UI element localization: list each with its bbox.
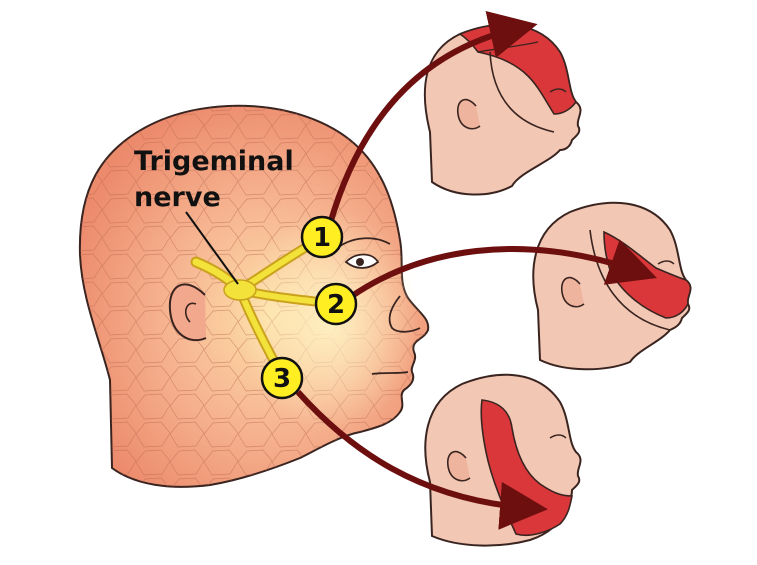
badge-2: 2 xyxy=(314,282,358,326)
main-ear xyxy=(168,283,207,342)
badge-3-number: 3 xyxy=(273,364,291,394)
arrow-3 xyxy=(295,389,548,530)
badge-1: 1 xyxy=(300,215,344,259)
small-head-maxillary xyxy=(532,201,692,371)
main-mouth xyxy=(371,371,409,375)
label-line-2: nerve xyxy=(134,182,221,213)
main-nose xyxy=(388,295,421,333)
badge-2-number: 2 xyxy=(327,290,345,320)
small-head-ophthalmic xyxy=(423,23,582,196)
arrow-2 xyxy=(350,239,657,299)
label-line-1: Trigeminal xyxy=(134,146,294,177)
badge-1-number: 1 xyxy=(313,223,331,253)
badge-3: 3 xyxy=(260,356,304,400)
small-head-mandibular xyxy=(424,373,582,547)
arrow-1 xyxy=(327,11,538,225)
label-pointer xyxy=(185,211,239,285)
arrows xyxy=(295,11,657,530)
